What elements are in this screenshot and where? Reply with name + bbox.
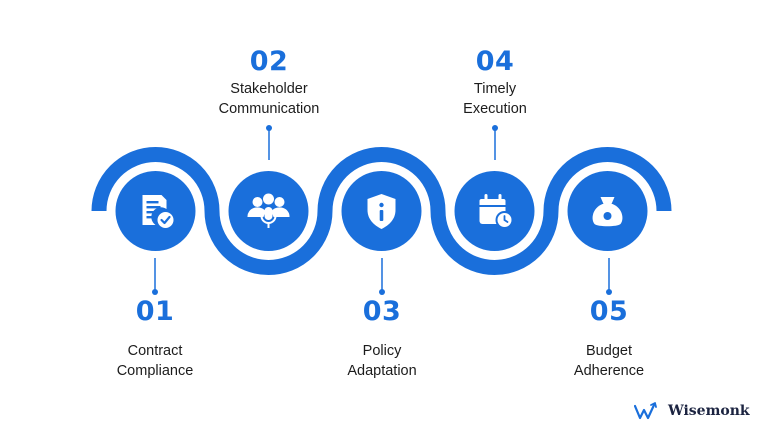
step-circle-01 bbox=[115, 171, 196, 251]
step-label-01-line2: Compliance bbox=[116, 363, 194, 379]
step-label-03-line1: Policy bbox=[362, 343, 402, 359]
wisemonk-logo-icon bbox=[634, 402, 657, 420]
step-number-02: 02 bbox=[249, 46, 289, 77]
shield-info-icon bbox=[367, 194, 396, 229]
step-label-05-line2: Adherence bbox=[573, 363, 645, 379]
serpentine-ribbon bbox=[91, 147, 672, 275]
step-label-03-line2: Adaptation bbox=[347, 363, 417, 379]
connector-dot-04 bbox=[492, 125, 498, 131]
step-number-05: 05 bbox=[589, 296, 629, 327]
step-label-04: Timely Execution bbox=[415, 79, 575, 119]
connector-dot-03 bbox=[379, 289, 385, 295]
connector-dot-05 bbox=[606, 289, 612, 295]
connector-dot-02 bbox=[266, 125, 272, 131]
step-label-04-line2: Execution bbox=[463, 101, 527, 117]
step-label-01-line1: Contract bbox=[127, 343, 183, 359]
brand-name: Wisemonk bbox=[668, 403, 750, 419]
money-bag-icon bbox=[592, 197, 623, 227]
step-number-03: 03 bbox=[362, 296, 402, 327]
connector-dot-01 bbox=[152, 289, 158, 295]
step-label-05-line1: Budget bbox=[586, 343, 632, 359]
brand-logo: Wisemonk bbox=[634, 400, 750, 422]
calendar-clock-icon bbox=[479, 194, 514, 229]
step-label-04-line1: Timely bbox=[473, 81, 517, 97]
step-number-04: 04 bbox=[475, 46, 515, 77]
step-label-02-line1: Stakeholder bbox=[230, 81, 308, 97]
step-number-01: 01 bbox=[135, 296, 175, 327]
step-label-02: Stakeholder Communication bbox=[189, 79, 349, 119]
step-label-02-line2: Communication bbox=[218, 101, 320, 117]
contract-check-icon bbox=[142, 195, 174, 228]
step-label-01: Contract Compliance bbox=[75, 341, 235, 381]
connectors bbox=[152, 125, 612, 295]
step-label-05: Budget Adherence bbox=[529, 341, 689, 381]
stakeholders-mic-icon bbox=[247, 193, 290, 228]
step-label-03: Policy Adaptation bbox=[302, 341, 462, 381]
